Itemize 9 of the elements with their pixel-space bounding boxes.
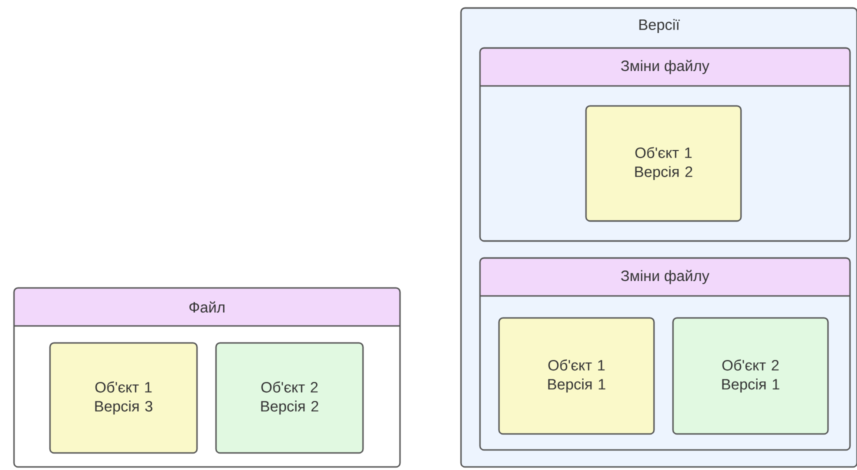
header-bar: Зміни файлу: [480, 60, 850, 87]
container-title: Версії: [639, 19, 680, 33]
object-card: Об'єкт 2 Версія 2: [215, 342, 364, 454]
header-bar: Зміни файлу: [480, 270, 850, 297]
object-card: Об'єкт 1 Версія 3: [49, 342, 198, 454]
object-card: Об'єкт 2 Версія 1: [672, 317, 829, 435]
header-bar: Файл: [14, 301, 400, 327]
object-card: Об'єкт 1 Версія 2: [585, 105, 742, 222]
object-card: Об'єкт 1 Версія 1: [498, 317, 655, 435]
